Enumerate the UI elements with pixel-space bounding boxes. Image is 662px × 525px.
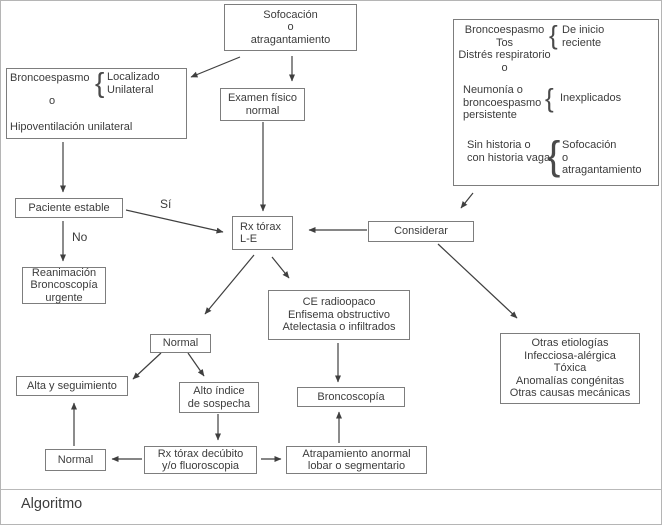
flowchart-area: Sofocación o atragantamiento Broncoespas…	[1, 1, 661, 489]
broncoespasmo-text: Broncoespasmo	[10, 72, 90, 84]
node-alta-seguimiento: Alta y seguimiento	[16, 376, 128, 396]
criterios-grupo1-der: De inicio reciente	[562, 24, 605, 49]
flow-arrows	[60, 56, 518, 462]
criterios-grupo2-der: Inexplicados	[560, 92, 622, 104]
node-criterios-considerar: Broncoespasmo Tos Distrés respiratorio o…	[453, 19, 659, 186]
arrow-rxtorax-to-normal	[204, 254, 255, 315]
o-text: o	[49, 95, 56, 107]
arrow-normal-to-altoindice	[187, 352, 205, 377]
node-broncoespasmo-hipoventilacion: Broncoespasmo { Localizado Unilateral o …	[6, 68, 187, 139]
figure-divider	[1, 489, 661, 490]
node-rx-torax: Rx tórax L-E	[232, 216, 293, 250]
arrow-sofocacion-to-broncoespasmo	[190, 56, 241, 78]
node-paciente-estable: Paciente estable	[15, 198, 123, 218]
node-normal-bottom: Normal	[45, 449, 106, 471]
brace-glyph: {	[95, 67, 105, 98]
node-broncoscopia: Broncoscopía	[297, 387, 405, 407]
node-considerar: Considerar	[368, 221, 474, 242]
node-atrapamiento: Atrapamiento anormal lobar o segmentario	[286, 446, 427, 474]
figure-caption: Algoritmo	[21, 496, 83, 512]
arrow-considerar-to-otras	[437, 243, 518, 319]
localizado-unilateral-text: Localizado Unilateral	[107, 71, 160, 96]
node-normal-mid: Normal	[150, 334, 211, 353]
node-alto-indice: Alto índice de sospecha	[179, 382, 259, 413]
arrow-rxtorax-to-ce	[271, 256, 290, 279]
arrow-paciente-si-to-rxtorax	[125, 209, 224, 234]
node-rx-decubito: Rx tórax decúbito y/o fluoroscopia	[144, 446, 257, 474]
brace-glyph: {	[545, 83, 554, 113]
arrow-criterios-to-considerar	[460, 192, 474, 209]
brace-glyph: {	[547, 134, 561, 178]
node-otras-etiologias: Otras etiologías Infecciosa-alérgica Tóx…	[500, 333, 640, 404]
node-sofocacion: Sofocación o atragantamiento	[224, 4, 357, 51]
edge-label-no: No	[72, 230, 88, 244]
node-ce-hallazgos: CE radioopaco Enfisema obstructivo Atele…	[268, 290, 410, 340]
criterios-grupo2-izq: Neumonía o broncoespasmo persistente	[463, 84, 542, 121]
hipoventilacion-text: Hipoventilación unilateral	[10, 121, 133, 133]
arrow-normal-to-alta	[132, 352, 162, 380]
criterios-grupo3-izq: Sin historia o con historia vaga	[467, 139, 551, 164]
brace-glyph: {	[549, 20, 558, 50]
criterios-grupo1-izq: Broncoespasmo Tos Distrés respiratorio o	[458, 24, 551, 74]
edge-label-si: Sí	[160, 197, 172, 211]
node-reanimacion: Reanimación Broncoscopía urgente	[22, 267, 106, 304]
node-examen-fisico: Examen físico normal	[220, 88, 305, 121]
criterios-grupo3-der: Sofocación o atragantamiento	[562, 139, 642, 176]
